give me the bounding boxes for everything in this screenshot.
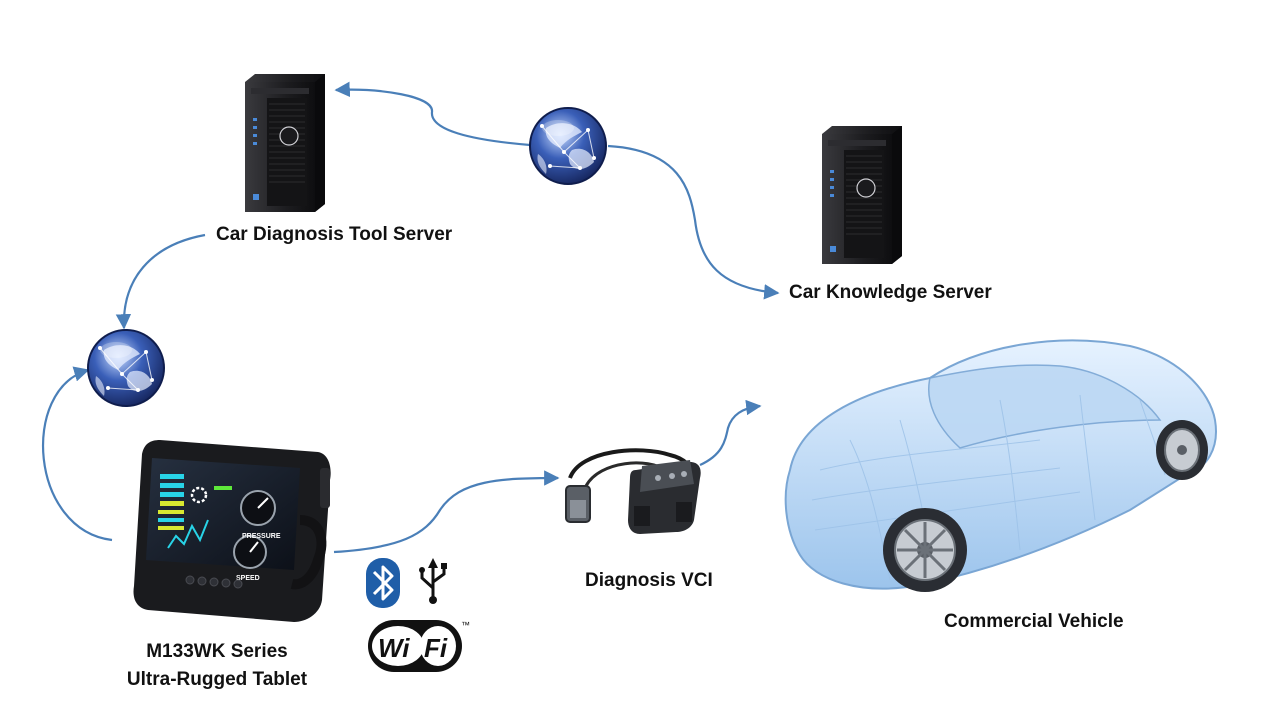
vci-label: Diagnosis VCI <box>585 570 713 591</box>
car-icon <box>784 339 1217 592</box>
vci-device-icon <box>565 448 701 534</box>
knowledge-server-label: Car Knowledge Server <box>789 282 992 303</box>
arrow-vci-to-vehicle <box>699 399 762 467</box>
wifi-text-fi: Fi <box>424 633 448 663</box>
usb-icon <box>419 558 447 604</box>
arrow-tool-server-to-globe <box>115 233 206 330</box>
tablet-label: M133WK Series Ultra-Rugged Tablet <box>108 638 326 694</box>
arrow-tablet-to-vci <box>333 470 560 554</box>
vehicle-label: Commercial Vehicle <box>944 611 1124 632</box>
globe-icon-top <box>529 107 607 185</box>
tablet-label-line2: Ultra-Rugged Tablet <box>126 669 308 690</box>
tool-server-icon <box>244 73 326 213</box>
connection-arrows <box>41 81 780 554</box>
arrow-globe-to-tool-server <box>334 81 531 147</box>
tablet-label-line1: M133WK Series <box>146 641 288 662</box>
wifi-trademark: ™ <box>461 620 470 630</box>
wifi-text-wi: Wi <box>378 633 410 663</box>
gauge-label-pressure: PRESSURE <box>242 533 281 540</box>
tablet-hardware-buttons <box>185 575 243 589</box>
gauge-label-speed: SPEED <box>236 575 260 582</box>
arrow-globe-to-knowledge-server <box>607 144 780 300</box>
wifi-logo: Wi Fi ™ <box>368 620 470 672</box>
car-rear-wheel <box>1156 420 1208 480</box>
arrow-tablet-to-globe <box>41 366 113 542</box>
bluetooth-icon <box>366 558 400 608</box>
globe-icon-left <box>87 329 165 407</box>
tablet-icon: PRESSURE SPEED <box>133 440 331 622</box>
knowledge-server-icon <box>821 125 903 265</box>
car-front-wheel <box>883 508 967 592</box>
tablet-screen-widgets <box>158 474 276 569</box>
tool-server-label: Car Diagnosis Tool Server <box>216 224 453 245</box>
